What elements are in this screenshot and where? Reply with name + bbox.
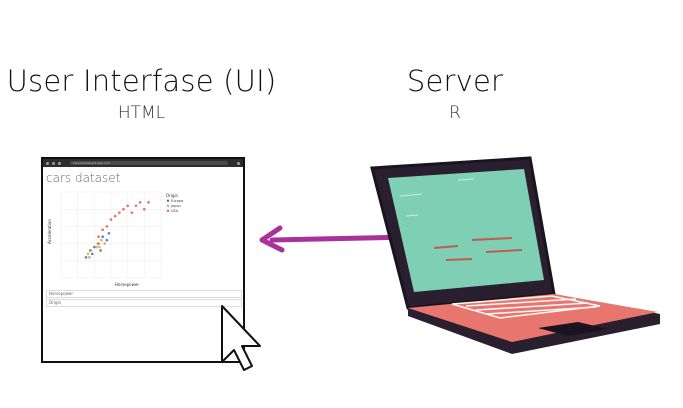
scatter-point [118, 211, 121, 214]
scatter-point [147, 201, 150, 204]
legend-label: Europe [171, 199, 183, 203]
plot-grid [60, 191, 162, 279]
scatter-point [99, 249, 102, 252]
scatter-point [101, 235, 104, 239]
scatter-point [107, 231, 111, 235]
app-title: cars dataset [46, 171, 121, 185]
scatter-point [143, 207, 146, 211]
browser-toolbar: cars-dashboard.app.com [43, 159, 243, 167]
back-icon[interactable] [46, 161, 49, 165]
scatter-point [100, 238, 103, 242]
scatter-point [90, 252, 94, 256]
legend-label: Japan [170, 204, 181, 208]
plot-points [84, 201, 150, 259]
mouse-cursor-icon [221, 305, 261, 371]
scatter-point [113, 214, 117, 218]
scatter-plot: Horsepower Acceleration Origin EuropeJap… [47, 191, 183, 287]
scatter-point [103, 242, 107, 245]
legend-title: Origin [166, 193, 179, 198]
browser-window: cars-dashboard.app.com cars dataset Hors… [41, 157, 245, 363]
scatter-point [126, 204, 129, 208]
legend-marker [166, 204, 170, 207]
forward-icon[interactable] [52, 161, 55, 165]
scatter-point [86, 252, 90, 256]
scatter-point [105, 225, 109, 228]
client-subtitle: HTML [117, 103, 166, 123]
scatter-point [88, 256, 91, 259]
server-subtitle: R [449, 103, 461, 123]
scatter-point [130, 211, 134, 214]
x-axis-label: Horsepower [115, 282, 139, 287]
scatter-point [96, 242, 99, 245]
scatter-point [95, 245, 98, 249]
client-title: User Interfase (UI) [6, 64, 277, 98]
scatter-point [93, 245, 96, 249]
scatter-point [105, 238, 109, 242]
legend-marker [166, 209, 170, 212]
scatter-point [84, 256, 88, 259]
scatter-point [122, 207, 125, 211]
laptop-illustration [370, 156, 660, 354]
menu-icon[interactable] [237, 161, 240, 165]
scatter-point [89, 249, 93, 252]
scatter-point [97, 235, 100, 239]
address-bar[interactable]: cars-dashboard.app.com [70, 161, 228, 165]
scatter-point [134, 204, 138, 208]
legend-label: USA [171, 209, 179, 213]
scatter-point [138, 201, 142, 204]
scatter-point [98, 245, 101, 249]
scatter-point [109, 218, 113, 221]
horsepower-slider[interactable]: Horsepower [46, 290, 242, 298]
reload-icon[interactable] [58, 161, 61, 165]
scatter-point [101, 228, 104, 232]
origin-select[interactable]: Origin [46, 299, 242, 307]
y-axis-label: Acceleration [47, 219, 52, 244]
legend-marker [166, 199, 170, 202]
server-title: Server [406, 64, 504, 98]
